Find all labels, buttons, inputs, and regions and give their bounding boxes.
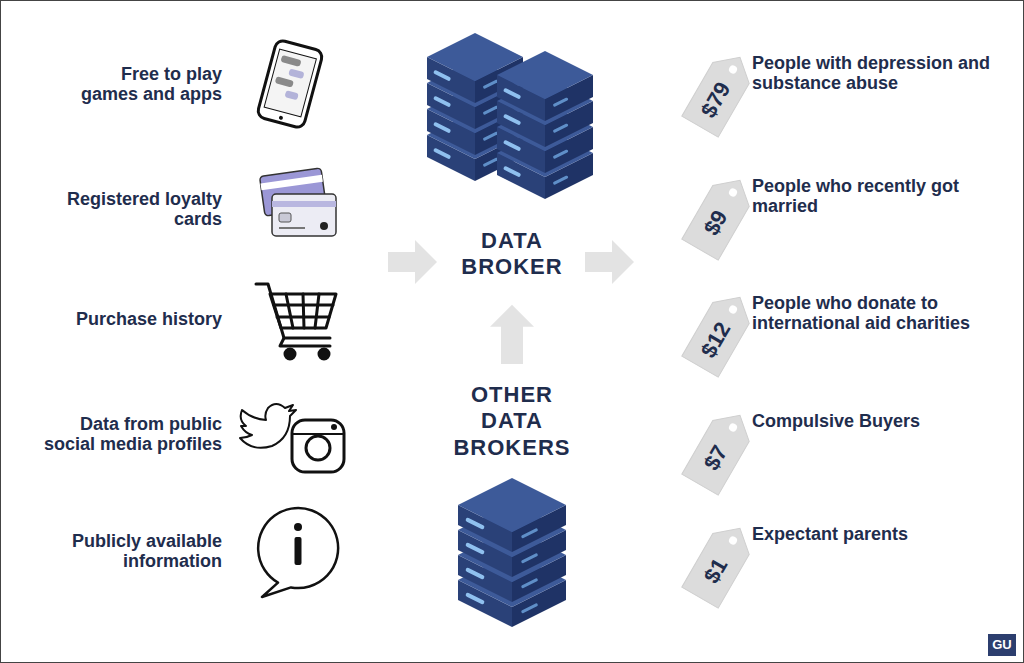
source-label: Registered loyalty cards <box>37 190 222 230</box>
server-stack <box>497 51 593 199</box>
input-arrow <box>388 240 437 284</box>
server-stack <box>458 478 566 627</box>
cart-icon <box>256 284 336 359</box>
price-tag: $7Compulsive Buyers <box>680 404 1020 496</box>
segment-label: People who donate to international aid c… <box>752 294 1014 334</box>
segment-label: People who recently got married <box>752 177 1014 217</box>
segment-label: Compulsive Buyers <box>752 412 1014 432</box>
broker-node: DATA BROKER <box>442 228 582 281</box>
broker-node: OTHER DATA BROKERS <box>452 382 572 461</box>
price-tag: $12People who donate to international ai… <box>680 286 1020 378</box>
server-icons <box>427 33 593 627</box>
price-tag: $1Expectant parents <box>680 517 1020 609</box>
watermark: GU <box>988 634 1016 656</box>
source-label: Free to play games and apps <box>72 65 222 105</box>
flow-arrow <box>490 305 534 364</box>
source-label: Purchase history <box>2 310 222 330</box>
price-tag: $9People who recently got married <box>680 169 1020 261</box>
broker-label: OTHER DATA BROKERS <box>452 382 572 461</box>
phone-icon <box>256 39 323 129</box>
cards-icon <box>260 168 336 236</box>
social-icons <box>240 404 344 472</box>
output-arrow <box>585 240 634 284</box>
segment-label: People with depression and substance abu… <box>752 54 1014 94</box>
source-label: Publicly available information <box>42 532 222 572</box>
info-icon <box>258 508 338 597</box>
segment-label: Expectant parents <box>752 525 1014 545</box>
source-label: Data from public social media profiles <box>27 415 222 455</box>
broker-label: DATA BROKER <box>442 228 582 281</box>
price-tag: $79People with depression and substance … <box>680 46 1020 138</box>
